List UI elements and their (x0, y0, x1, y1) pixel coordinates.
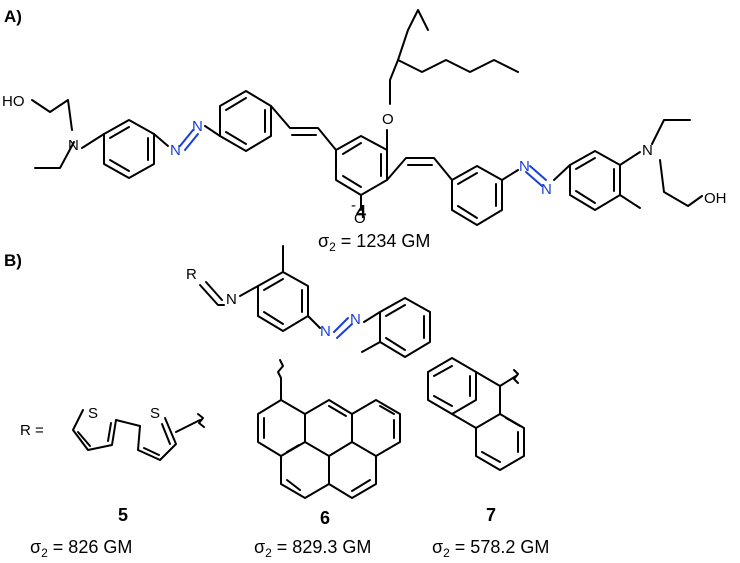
compound-5-structure (72, 409, 205, 461)
compound-4-structure (31, 9, 703, 226)
compound-number-6: 6 (320, 508, 330, 528)
schiff-base-core-structure (199, 245, 431, 358)
compound-number-5: 5 (118, 505, 128, 525)
atom-azo-n-4: N (541, 181, 552, 198)
panel-label-b: B) (4, 251, 22, 270)
atom-azo-n-b2: N (350, 311, 361, 328)
atom-r: R (186, 266, 197, 283)
atom-azo-n-3: N (519, 158, 530, 175)
compound-7-structure (427, 357, 525, 471)
atom-imine-n: N (226, 291, 237, 308)
atom-azo-n-2: N (192, 118, 203, 135)
compound-number-4: 4 (356, 202, 366, 222)
sigma-label-6: σ2 = 829.3 GM (254, 537, 371, 560)
sigma-label-5: σ2 = 826 GM (30, 537, 132, 560)
sigma-label-7: σ2 = 578.2 GM (432, 537, 549, 560)
compound-6-structure (257, 359, 401, 499)
atom-azo-n-1: N (170, 142, 181, 159)
panel-label-a: A) (4, 7, 22, 26)
atom-charge-minus: - (351, 197, 356, 214)
atom-n-right: N (642, 142, 653, 159)
r-equals-label: R = (20, 422, 44, 439)
compound-number-7: 7 (486, 505, 496, 525)
atom-s-1: S (88, 405, 98, 422)
atom-ho: HO (2, 93, 25, 110)
sigma-label-4: σ2 = 1234 GM (318, 231, 430, 254)
atom-azo-n-b1: N (320, 323, 331, 340)
atom-s-2: S (150, 405, 160, 422)
atom-n-left: N (68, 137, 79, 154)
atom-o-phenolate: O (354, 210, 366, 227)
atom-o-ether: O (382, 111, 394, 128)
atom-oh: OH (704, 190, 727, 207)
